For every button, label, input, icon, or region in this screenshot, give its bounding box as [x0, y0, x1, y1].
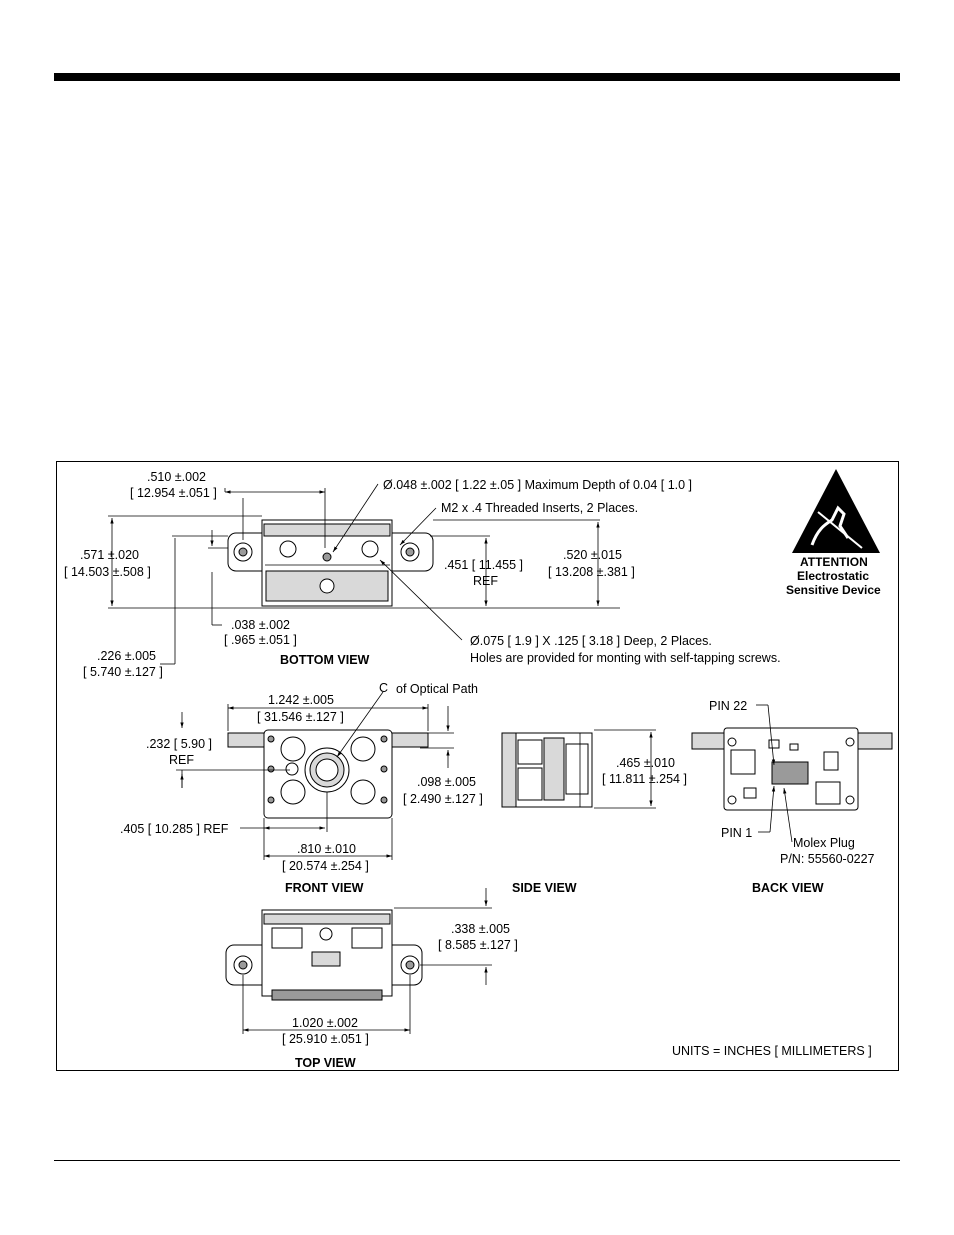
header-rule — [54, 73, 900, 81]
dim-405: .405 [ 10.285 ] REF — [120, 822, 229, 836]
esd-line2: Electrostatic — [797, 569, 869, 583]
dim-098-line1: .098 ±.005 — [417, 775, 476, 789]
units-note: UNITS = INCHES [ MILLIMETERS ] — [672, 1044, 872, 1058]
dim-810-line1: .810 ±.010 — [297, 842, 356, 856]
bottom-view-dimensions — [108, 483, 620, 665]
dim-098-line2: [ 2.490 ±.127 ] — [403, 792, 483, 806]
esd-warning-icon — [792, 469, 880, 553]
dim-1242-line1: 1.242 ±.005 — [268, 693, 334, 707]
footer-rule — [54, 1160, 900, 1161]
dim-1020-line2: [ 25.910 ±.051 ] — [282, 1032, 369, 1046]
bottom-view-title: BOTTOM VIEW — [280, 653, 370, 667]
dim-048: Ø.048 ±.002 [ 1.22 ±.05 ] Maximum Depth … — [383, 478, 692, 492]
drawing-frame — [56, 461, 899, 1071]
dim-451-line1: .451 [ 11.455 ] — [444, 558, 523, 572]
top-view-part — [225, 909, 423, 1001]
dim-075-line2: Holes are provided for monting with self… — [470, 651, 781, 665]
dim-571-line2: [ 14.503 ±.508 ] — [64, 565, 151, 579]
esd-line3: Sensitive Device — [786, 583, 881, 597]
dim-226-line2: [ 5.740 ±.127 ] — [83, 665, 163, 679]
pin22-label: PIN 22 — [709, 699, 747, 713]
dim-075-line1: Ø.075 [ 1.9 ] X .125 [ 3.18 ] Deep, 2 Pl… — [470, 634, 712, 648]
back-view-title: BACK VIEW — [752, 881, 824, 895]
dim-465-line2: [ 11.811 ±.254 ] — [602, 772, 687, 786]
esd-line1: ATTENTION — [800, 555, 868, 569]
dim-232-line1: .232 [ 5.90 ] — [146, 737, 212, 751]
front-view-dimensions — [176, 691, 454, 860]
molex-line2: P/N: 55560-0227 — [780, 852, 875, 866]
dim-465-line1: .465 ±.010 — [616, 756, 675, 770]
centerline-symbol: C — [379, 681, 388, 695]
dim-451-line2: REF — [473, 574, 498, 588]
dim-232-line2: REF — [169, 753, 194, 767]
dim-1020-line1: 1.020 ±.002 — [292, 1016, 358, 1030]
side-view-part — [501, 732, 593, 808]
side-view-title: SIDE VIEW — [512, 881, 577, 895]
top-view-title: TOP VIEW — [295, 1056, 356, 1070]
pin1-label: PIN 1 — [721, 826, 752, 840]
side-view-dimensions — [594, 729, 656, 809]
dim-338-line2: [ 8.585 ±.127 ] — [438, 938, 518, 952]
molex-line1: Molex Plug — [793, 836, 855, 850]
dim-810-line2: [ 20.574 ±.254 ] — [282, 859, 369, 873]
dim-510-line2: [ 12.954 ±.051 ] — [130, 486, 217, 500]
optical-path-label: of Optical Path — [396, 682, 478, 696]
front-view-part — [227, 729, 429, 819]
dim-038-line2: [ .965 ±.051 ] — [224, 633, 297, 647]
dim-520-line2: [ 13.208 ±.381 ] — [548, 565, 635, 579]
dim-510-line1: .510 ±.002 — [147, 470, 206, 484]
dim-m2: M2 x .4 Threaded Inserts, 2 Places. — [441, 501, 638, 515]
dim-1242-line2: [ 31.546 ±.127 ] — [257, 710, 344, 724]
dim-520-line1: .520 ±.015 — [563, 548, 622, 562]
bottom-view-part — [227, 519, 434, 607]
dim-226-line1: .226 ±.005 — [97, 649, 156, 663]
back-view-dimensions — [756, 704, 793, 843]
front-view-title: FRONT VIEW — [285, 881, 364, 895]
dim-038-line1: .038 ±.002 — [231, 618, 290, 632]
back-view-part — [691, 727, 893, 811]
top-view-dimensions — [242, 888, 492, 1034]
dim-571-line1: .571 ±.020 — [80, 548, 139, 562]
dim-338-line1: .338 ±.005 — [451, 922, 510, 936]
